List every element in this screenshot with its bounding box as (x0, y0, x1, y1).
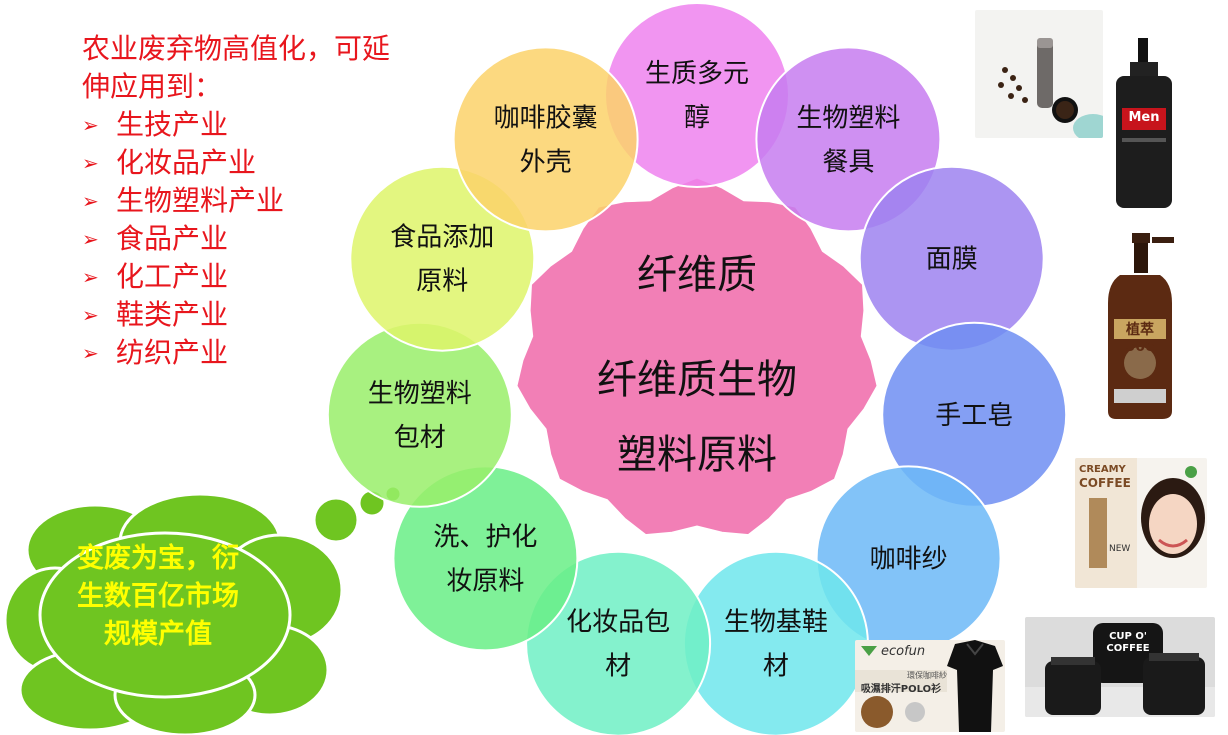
petal-label: 生物塑料 (796, 103, 900, 133)
petal-label: 材 (605, 652, 631, 682)
cloud-message: 变废为宝，衍 生数百亿市场 规模产值 (77, 543, 239, 650)
arrow-bullet-icon: ➢ (82, 341, 99, 365)
cup-o-coffee-photo: CUP O' COFFEE (1025, 617, 1215, 717)
ecofun-caption-2: 吸濕排汗POLO衫 (860, 684, 942, 695)
ecofun-polo-photo: ecofun 環保咖啡紗 吸濕排汗POLO衫 (855, 640, 1005, 732)
petal-circle (525, 550, 712, 735)
petal-label: 餐具 (822, 147, 874, 177)
petal-circle (452, 46, 639, 233)
petal-circle (349, 165, 536, 352)
men-label: Men (1128, 110, 1160, 125)
center-line-3: 塑料原料 (617, 432, 777, 478)
arrow-bullet-icon: ➢ (82, 303, 99, 327)
industry-list: ➢生技产业 ➢化妆品产业 ➢生物塑料产业 ➢食品产业 ➢化工产业 ➢鞋类产业 ➢… (82, 106, 390, 372)
petal-label: 面膜 (926, 245, 978, 275)
cup-brand-label: CUP O' (1109, 631, 1147, 642)
cup-word-label: COFFEE (1106, 643, 1150, 654)
petal-label: 材 (763, 652, 789, 682)
list-title-line2: 伸应用到： (82, 70, 223, 103)
petal-label: 生物塑料 (368, 379, 472, 409)
petal-label: 醇 (684, 103, 710, 133)
coffee-thermos-photo (975, 10, 1103, 138)
arrow-bullet-icon: ➢ (82, 151, 99, 175)
ecofun-caption-1: 環保咖啡紗 (907, 671, 947, 680)
petal-label: 食品添加 (390, 223, 494, 253)
center-label: 纤维质 纤维质生物 塑料原料 (597, 252, 797, 478)
mens-shampoo-photo: Men (1108, 38, 1190, 210)
petal-label: 原料 (416, 267, 468, 297)
cloud-shape (3, 484, 403, 735)
list-item: ➢生技产业 (82, 106, 390, 144)
arrow-bullet-icon: ➢ (82, 265, 99, 289)
application-list: 农业废弃物高值化，可延 伸应用到： ➢生技产业 ➢化妆品产业 ➢生物塑料产业 ➢… (82, 30, 390, 372)
list-item: ➢鞋类产业 (82, 296, 390, 334)
list-item: ➢化妆品产业 (82, 144, 390, 182)
petal-circle (326, 321, 513, 508)
center-title: 纤维质 (637, 252, 757, 298)
shampoo-brand-label: 植萃566 (1125, 322, 1155, 355)
petal-label: 洗、护化 (433, 522, 537, 552)
arrow-bullet-icon: ➢ (82, 113, 99, 137)
ecofun-brand-label: ecofun (881, 644, 926, 659)
list-item: ➢食品产业 (82, 220, 390, 258)
center-line-2: 纤维质生物 (597, 357, 797, 403)
petal-label: 包材 (394, 423, 446, 453)
petal-label: 外壳 (520, 147, 572, 177)
list-item: ➢生物塑料产业 (82, 182, 390, 220)
petal-label: 手工皂 (935, 401, 1013, 431)
petal-label: 生质多元 (645, 59, 749, 89)
cream-new-label: NEW (1109, 544, 1131, 554)
arrow-bullet-icon: ➢ (82, 227, 99, 251)
petal-label: 生物基鞋 (724, 608, 828, 638)
list-item: ➢化工产业 (82, 258, 390, 296)
petal-label: 咖啡胶囊 (494, 103, 598, 133)
petal-circle (682, 550, 869, 735)
petal-label: 妆原料 (446, 566, 524, 596)
cream-word-label: COFFEE (1079, 476, 1131, 490)
list-title-line1: 农业废弃物高值化，可延 (82, 32, 391, 65)
petal-label: 化妆品包 (566, 608, 670, 638)
creamy-coffee-ad-photo: CREAMY COFFEE NEW (1075, 458, 1207, 588)
herbal-shampoo-photo: 植萃566 (1100, 233, 1180, 423)
thought-cloud (3, 484, 403, 735)
petal-group: 生质多元醇生物塑料餐具面膜手工皂咖啡纱生物基鞋材化妆品包材洗、护化妆原料生物塑料… (326, 2, 1068, 735)
list-item: ➢纺织产业 (82, 334, 390, 372)
petal-circle (755, 46, 942, 233)
cream-brand-label: CREAMY (1079, 464, 1126, 475)
center-scalloped-shape (514, 175, 880, 538)
petal-label: 咖啡纱 (870, 544, 948, 574)
arrow-bullet-icon: ➢ (82, 189, 99, 213)
